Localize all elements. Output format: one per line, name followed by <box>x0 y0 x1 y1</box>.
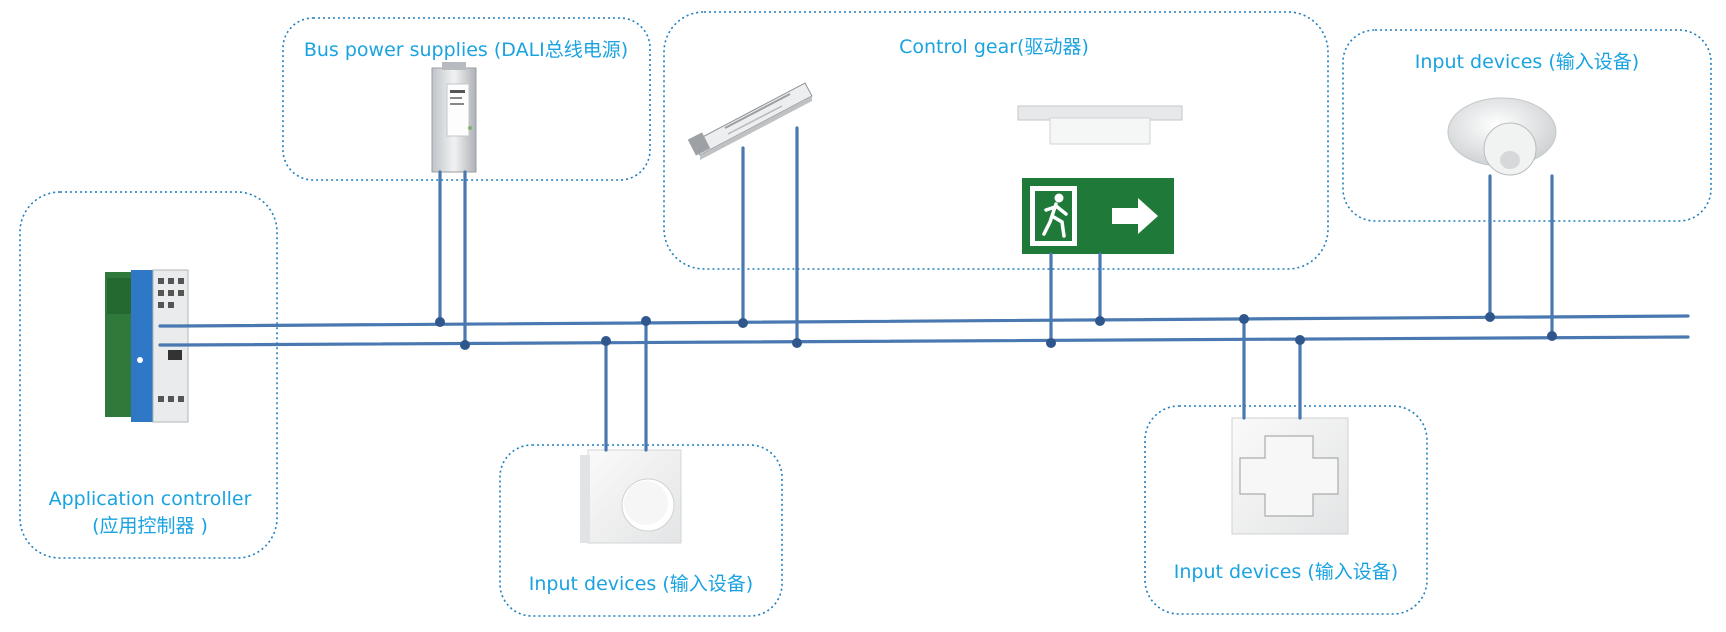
led-driver-icon <box>687 82 813 160</box>
junction-node <box>1046 338 1056 348</box>
junction-node <box>1295 335 1305 345</box>
junction-node <box>738 318 748 328</box>
din-rail-power-supply-icon <box>431 62 477 173</box>
control-gear-label: Control gear(驱动器) <box>899 36 1089 58</box>
junction-node <box>601 336 611 346</box>
junction-node <box>1485 312 1495 322</box>
control-gear-group-box <box>663 11 1329 270</box>
rotary-dimmer-icon <box>580 449 682 544</box>
push-button-switch-icon <box>1231 417 1349 535</box>
dali-controller-icon <box>105 269 189 423</box>
app-controller-label-line1: Application controller <box>49 488 252 510</box>
bus-wire-bottom <box>178 335 1690 347</box>
junction-node <box>435 317 445 327</box>
input-bottom-center-label: Input devices (输入设备) <box>529 573 753 595</box>
exit-sign-icon <box>1017 105 1183 254</box>
app-controller-label-line2: (应用控制器 ) <box>92 515 208 537</box>
input-bottom-right-group-box <box>1144 405 1428 615</box>
input-bottom-center-group-box <box>499 444 783 617</box>
junction-node <box>1547 331 1557 341</box>
bus-wire-top <box>178 314 1690 328</box>
input-top-right-label: Input devices (输入设备) <box>1415 51 1639 73</box>
input-bottom-right-label: Input devices (输入设备) <box>1174 561 1398 583</box>
junction-node <box>1239 314 1249 324</box>
input-top-right-group-box <box>1342 29 1712 222</box>
ceiling-sensor-icon <box>1447 97 1557 176</box>
app-controller-group-box <box>19 191 278 559</box>
bus-power-label: Bus power supplies (DALI总线电源) <box>304 39 628 61</box>
junction-node <box>641 316 651 326</box>
junction-node <box>460 340 470 350</box>
junction-node <box>792 338 802 348</box>
junction-node <box>1095 316 1105 326</box>
